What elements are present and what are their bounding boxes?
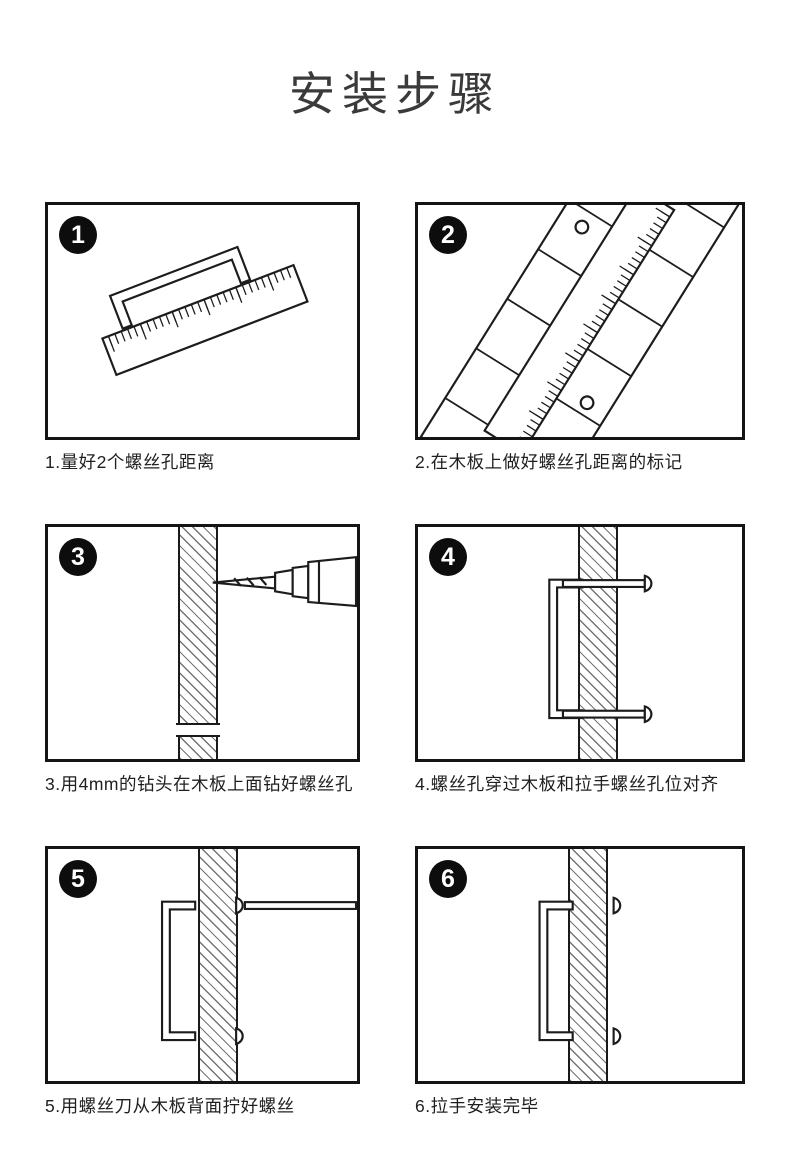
step-number-badge: 1	[59, 216, 97, 254]
screw-hole-mark	[574, 219, 590, 235]
screw-head	[612, 1026, 622, 1046]
ruler	[483, 205, 676, 437]
drill-bit-flute	[258, 576, 268, 586]
step-number-badge: 5	[59, 860, 97, 898]
drill-illustration	[212, 556, 357, 608]
door-handle	[108, 245, 252, 331]
drill-bit-flute	[246, 576, 255, 587]
step-panel-5: 5 5.用螺丝刀从木板背面拧好螺丝	[45, 846, 360, 1118]
step-caption: 4.螺丝孔穿过木板和拉手螺丝孔位对齐	[415, 774, 719, 794]
step-6-illustration-box: 6	[415, 846, 745, 1084]
screw-shaft	[561, 579, 646, 589]
wood-board	[568, 849, 608, 1081]
page-title: 安装步骤	[289, 68, 501, 120]
door-handle	[160, 900, 197, 1042]
measure-handle-holes-illustration	[101, 245, 309, 377]
drill-bit	[212, 575, 277, 590]
step-caption: 3.用4mm的钻头在木板上面钻好螺丝孔	[45, 774, 353, 794]
step-panel-2: 2 2.在木板上做好螺丝孔距离的标记	[415, 202, 745, 474]
wood-board	[578, 527, 618, 759]
step-caption: 6.拉手安装完毕	[415, 1096, 539, 1116]
step-caption: 5.用螺丝刀从木板背面拧好螺丝	[45, 1096, 295, 1116]
step-number-badge: 6	[429, 860, 467, 898]
wood-board	[198, 849, 238, 1081]
step-panel-4: 4 4.螺丝孔穿过木板和拉手螺丝孔位对齐	[415, 524, 745, 796]
screw-head	[643, 704, 653, 724]
door-handle	[538, 900, 574, 1042]
screw-shaft	[561, 709, 646, 719]
screw-head	[612, 896, 622, 915]
step-4-illustration-box: 4	[415, 524, 745, 762]
step-caption: 1.量好2个螺丝孔距离	[45, 452, 215, 472]
drill-body	[307, 556, 357, 608]
step-5-illustration-box: 5	[45, 846, 360, 1084]
step-number-badge: 2	[429, 216, 467, 254]
step-number-badge: 4	[429, 538, 467, 576]
installed-handle-illustration	[538, 896, 622, 1046]
step-panel-6: 6 6.拉手安装完毕	[415, 846, 745, 1118]
step-3-illustration-box: 3	[45, 524, 360, 762]
step-panel-1: 1 1.量好2个螺丝孔距离	[45, 202, 360, 474]
ruler-tick-marks	[515, 206, 673, 437]
screw-head	[643, 574, 653, 593]
drill-bit-flute	[233, 577, 242, 587]
steps-grid: 1 1.量好2个螺丝孔距离 2	[0, 124, 790, 1118]
wood-board	[176, 527, 220, 759]
screw-head	[235, 1026, 244, 1046]
drill-chuck	[274, 568, 294, 596]
screw-alignment-illustration	[548, 574, 653, 724]
ruler	[101, 263, 309, 377]
screw-hole-mark	[579, 395, 595, 411]
door-handle	[548, 578, 584, 720]
mark-plank-illustration	[419, 205, 741, 437]
step-2-illustration-box: 2	[415, 202, 745, 440]
board-break	[176, 723, 220, 737]
step-1-illustration-box: 1	[45, 202, 360, 440]
drill-collar	[291, 564, 310, 600]
screwdriver-rod	[243, 901, 357, 911]
step-caption: 2.在木板上做好螺丝孔距离的标记	[415, 452, 683, 472]
step-panel-3: 3 3.用4mm的钻头在木板上面钻好螺丝孔	[45, 524, 360, 796]
screw-head	[235, 896, 244, 915]
step-number-badge: 3	[59, 538, 97, 576]
screwdriver-illustration	[160, 896, 357, 1046]
plank-seam	[599, 205, 725, 229]
